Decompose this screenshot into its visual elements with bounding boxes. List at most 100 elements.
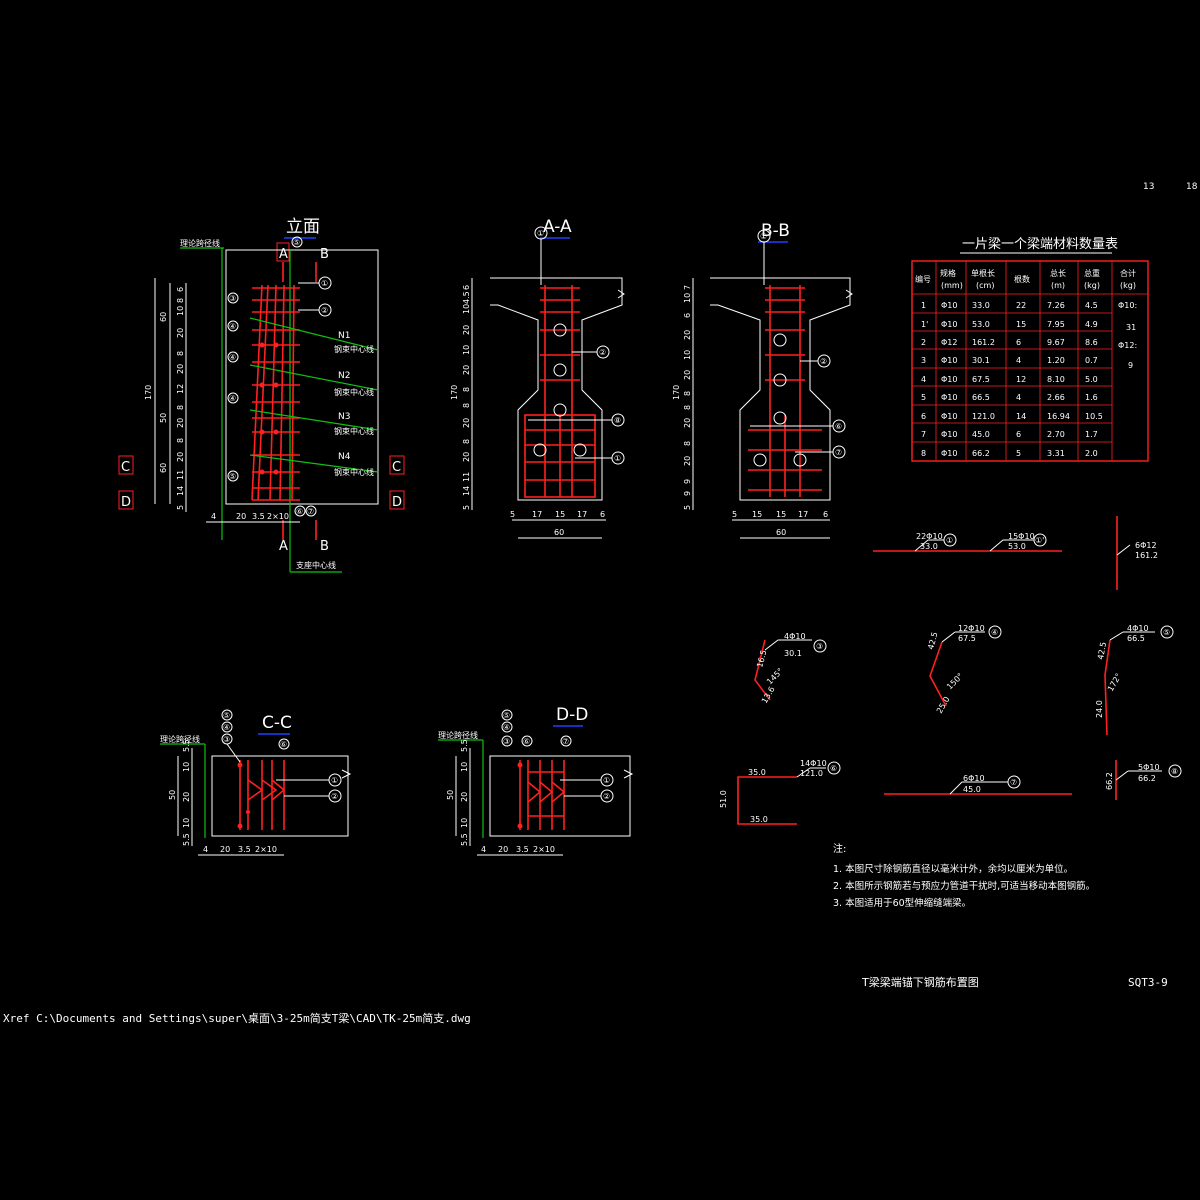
aa-dim-b4: 17 — [577, 510, 587, 519]
bb-bubble-1-text: ① — [760, 232, 767, 241]
svg-text:10: 10 — [462, 345, 471, 355]
tendon-n3-center: 钢束中心线 — [334, 426, 374, 436]
tendon-n4-label: N4 — [338, 452, 351, 462]
bar-6-mark: ⑥ — [830, 764, 837, 773]
cc-dim-2: 10 — [182, 762, 191, 772]
svg-text:20: 20 — [683, 330, 692, 340]
table-cell-r3-c0: 3 — [921, 356, 926, 365]
bar-4-len: 67.5 — [958, 634, 976, 643]
section-cc: C-C 理论跨径线 ⑤ ④ ③ ⑥ ① — [160, 709, 352, 856]
table-cell-r1-c2: 53.0 — [972, 320, 990, 329]
cc-dim-3: 20 — [182, 792, 191, 802]
table-cell-r8-c3: 5 — [1016, 449, 1021, 458]
corner-number-2: 18 — [1186, 182, 1198, 192]
note-1: 1. 本图尺寸除钢筋直径以毫米计外，余均以厘米为单位。 — [833, 863, 1073, 875]
dd-dim-b4: 2×10 — [533, 845, 555, 854]
bar-8-mark: ⑧ — [1171, 767, 1178, 776]
bubble-6-text: ⑥ — [296, 507, 303, 516]
section-bb-rebar — [748, 285, 822, 497]
dd-bubble-6-text: ⑥ — [523, 737, 530, 746]
xref-path: Xref C:\Documents and Settings\super\桌面\… — [3, 1011, 471, 1025]
bar-1-leader — [914, 539, 929, 552]
table-cell-r2-c2: 161.2 — [972, 338, 995, 347]
table-cell-r0-c5: 4.5 — [1085, 301, 1098, 310]
bb-dim-detail: 7 10 6 20 10 20 8 8 20 8 20 9 9 5 — [683, 285, 692, 510]
bar-1p-mark: ①' — [1035, 536, 1044, 545]
table-cell-r7-c4: 2.70 — [1047, 430, 1065, 439]
elev-dim-detail: 6 8 10 20 8 20 12 8 20 8 20 11 14 5 — [176, 287, 185, 510]
bb-bubble-7-text: ⑦ — [835, 448, 842, 457]
cc-bubble-6 — [278, 738, 290, 750]
cc-bubble-3-text: ③ — [223, 735, 230, 744]
table-cell-r4-c3: 12 — [1016, 375, 1026, 384]
cc-bubble-2-text: ② — [331, 792, 338, 801]
cc-bubble-4-text: ④ — [223, 723, 230, 732]
bar-4-angle: 150° — [945, 671, 965, 691]
table-cell-r0-c3: 22 — [1016, 301, 1026, 310]
svg-text:8: 8 — [683, 441, 692, 446]
cc-rebar — [237, 760, 286, 830]
table-cell-r8-c4: 3.31 — [1047, 449, 1065, 458]
bb-dim-b2: 15 — [752, 510, 762, 519]
table-cell-r2-c5: 8.6 — [1085, 338, 1098, 347]
elev-dim-bottom-4: 2×10 — [267, 512, 289, 521]
table-header-length: 单根长 — [971, 268, 995, 278]
section-mark-d-right: D — [392, 495, 402, 510]
svg-text:20: 20 — [176, 452, 185, 462]
section-bb-outline — [710, 277, 851, 501]
bar-4-b: 25.0 — [935, 695, 952, 715]
table-cell-r7-c0: 7 — [921, 430, 926, 439]
section-mark-a-top: A — [279, 247, 288, 262]
svg-text:11: 11 — [462, 472, 471, 482]
svg-text:6: 6 — [683, 313, 692, 318]
bubble-2-text: ② — [321, 306, 328, 315]
section-mark-c-left: C — [121, 460, 130, 475]
section-mark-c-left-box — [118, 455, 134, 475]
bar-7-qty: 6Φ10 — [963, 774, 985, 783]
elevation-rebar-cage — [251, 284, 300, 501]
cc-dim-b4: 2×10 — [255, 845, 277, 854]
bubble-3 — [227, 292, 239, 304]
note-2: 2. 本图所示钢筋若与预应力管道干扰时,可适当移动本图钢筋。 — [833, 880, 1095, 892]
table-cell-r4-c4: 8.10 — [1047, 375, 1065, 384]
bb-dim-b1: 5 — [732, 510, 737, 519]
svg-text:5: 5 — [683, 505, 692, 510]
dd-bubble-3-text: ③ — [503, 737, 510, 746]
dd-dim-4: 10 — [460, 818, 469, 828]
section-mark-d-right-box — [389, 490, 405, 510]
table-header-length-unit: (cm) — [976, 281, 994, 290]
dd-theory-span-label: 理论跨径线 — [438, 730, 478, 740]
table-header-sum: 合计 — [1120, 268, 1136, 278]
svg-text:8: 8 — [176, 405, 185, 410]
duct-1 — [553, 323, 567, 337]
bar-3-a: 16.5 — [755, 649, 768, 669]
bubble-7-text: ⑦ — [307, 507, 314, 516]
table-cell-r6-c1: Φ10 — [941, 412, 957, 421]
bar-5-len: 66.5 — [1127, 634, 1145, 643]
table-total-phi10-value: 31 — [1126, 323, 1136, 332]
table-cell-r8-c0: 8 — [921, 449, 926, 458]
table-cell-r6-c4: 16.94 — [1047, 412, 1070, 421]
cc-break-mark — [341, 769, 352, 779]
svg-text:20: 20 — [462, 452, 471, 462]
svg-text:12: 12 — [176, 384, 185, 394]
table-cell-r4-c1: Φ10 — [941, 375, 957, 384]
bb-duct-2 — [773, 373, 787, 387]
section-mark-d-left: D — [121, 495, 131, 510]
dd-dim-b3: 3.5 — [516, 845, 529, 854]
bar-1-mark: ① — [946, 536, 953, 545]
bar-5-b: 24.0 — [1095, 700, 1104, 718]
aa-bubble-1b-text: ① — [614, 454, 621, 463]
bar-3-shape — [754, 639, 771, 701]
svg-text:根数: 根数 — [1014, 274, 1030, 284]
aa-dim-detail: 6 4.5 10 20 10 20 8 8 20 8 20 11 14 5 — [462, 285, 471, 510]
table-cell-r4-c0: 4 — [921, 375, 926, 384]
table-cell-r8-c2: 66.2 — [972, 449, 990, 458]
cc-dim-4: 10 — [182, 818, 191, 828]
duct-2 — [553, 363, 567, 377]
bar-6-top: 35.0 — [748, 768, 766, 777]
support-center-label: 支座中心线 — [296, 560, 336, 570]
cc-dim-5: 5.5 — [182, 833, 191, 846]
dd-bubble-1-text: ① — [603, 776, 610, 785]
